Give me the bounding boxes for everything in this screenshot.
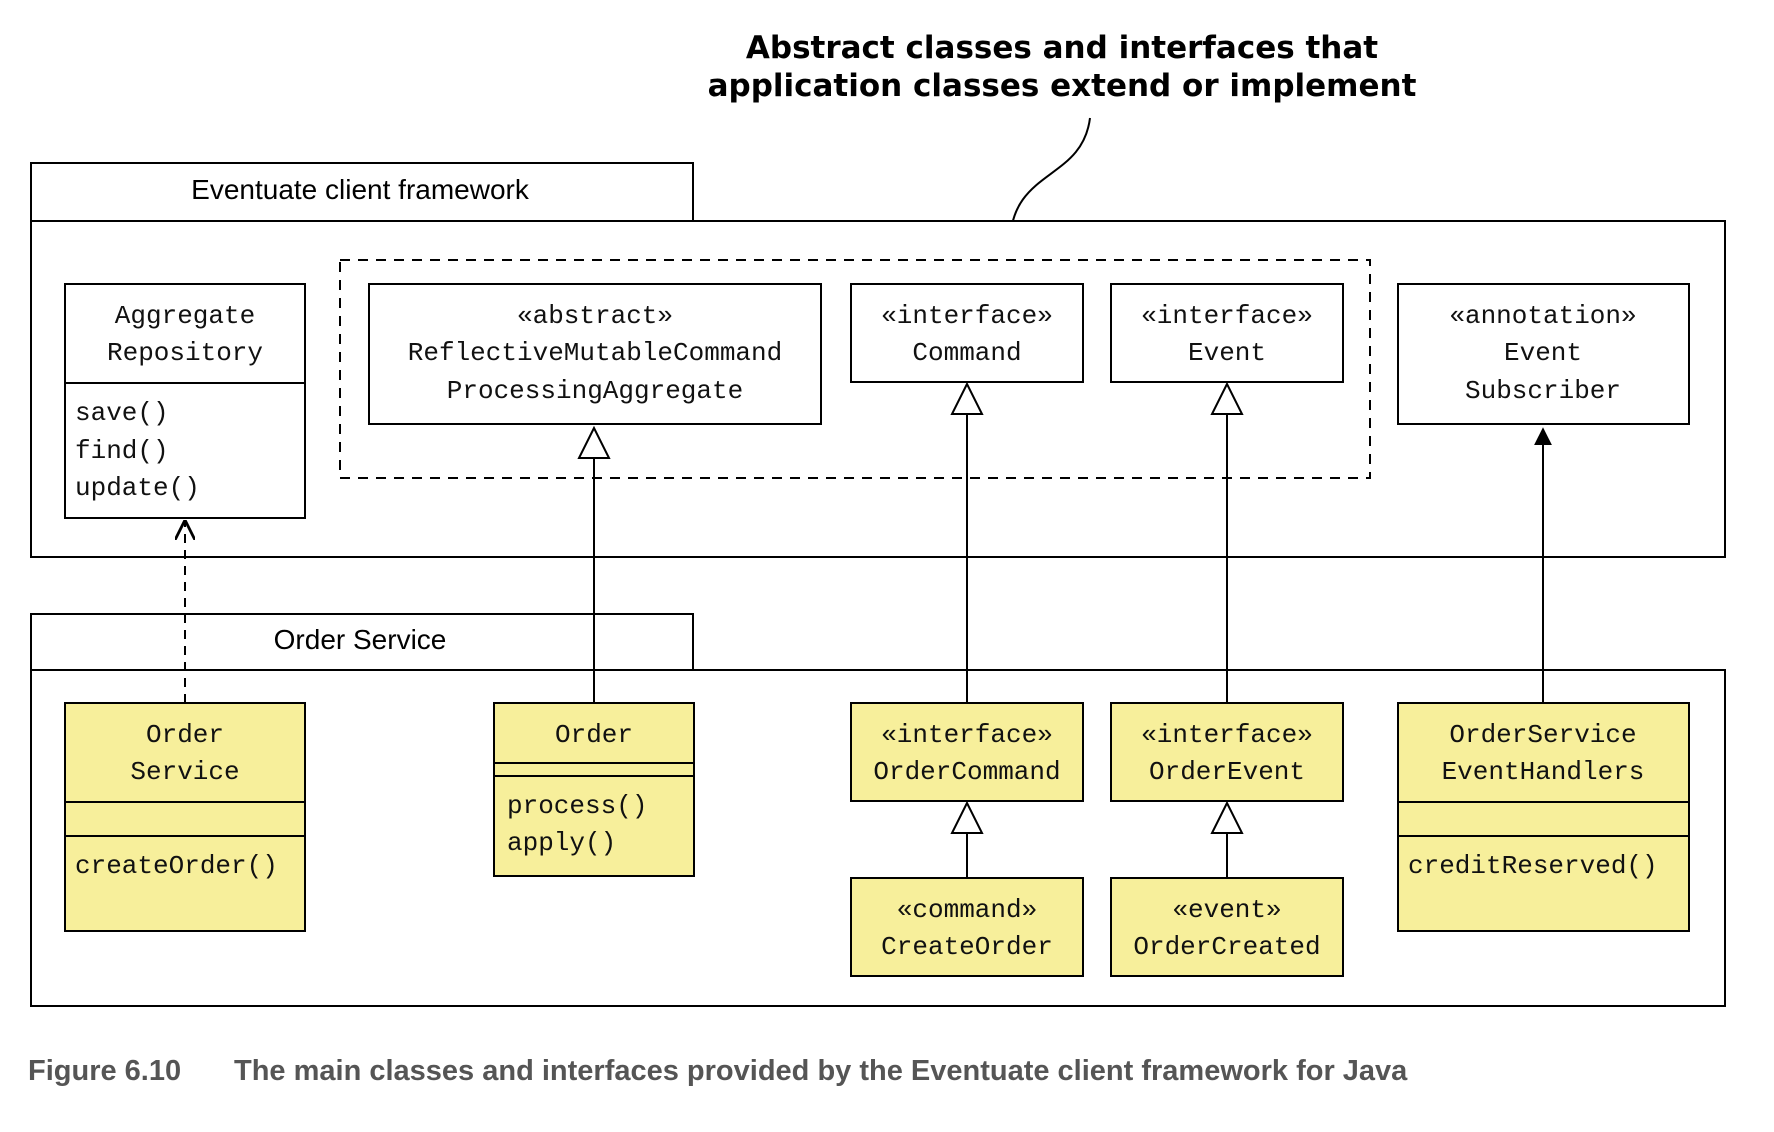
reflective-name-2: ProcessingAggregate (447, 376, 743, 406)
method-create-order: createOrder() (75, 851, 278, 881)
event-handlers-name-1: OrderService (1449, 720, 1636, 750)
order-created-name: OrderCreated (1133, 932, 1320, 962)
reflective-aggregate-class: «abstract» ReflectiveMutableCommand Proc… (368, 283, 822, 425)
order-class: Order process() apply() (493, 702, 695, 877)
method-update: update() (75, 473, 200, 503)
order-service-name-1: Order (146, 720, 224, 750)
order-event-interface: «interface» OrderEvent (1110, 702, 1344, 802)
order-created-stereotype: «event» (1172, 895, 1281, 925)
order-service-package-tab (30, 613, 694, 671)
order-service-class: Order Service createOrder() (64, 702, 306, 932)
method-credit-reserved: creditReserved() (1408, 851, 1658, 881)
generalization-triangle (1210, 800, 1244, 834)
generalization-triangle (950, 381, 984, 415)
order-event-stereotype: «interface» (1141, 720, 1313, 750)
event-name: Event (1188, 338, 1266, 368)
method-apply: apply() (507, 828, 616, 858)
generalization-triangle (1210, 381, 1244, 415)
reflective-name-1: ReflectiveMutableCommand (408, 338, 782, 368)
order-created-event: «event» OrderCreated (1110, 877, 1344, 977)
order-command-interface: «interface» OrderCommand (850, 702, 1084, 802)
create-order-command: «command» CreateOrder (850, 877, 1084, 977)
event-interface: «interface» Event (1110, 283, 1344, 383)
order-command-name: OrderCommand (873, 757, 1060, 787)
event-subscriber-name-2: Subscriber (1465, 376, 1621, 406)
aggregate-repository-class: Aggregate Repository save() find() updat… (64, 283, 306, 519)
create-order-name: CreateOrder (881, 932, 1053, 962)
figure-caption-label: Figure 6.10 (28, 1055, 181, 1087)
event-handlers-name-2: EventHandlers (1442, 757, 1645, 787)
aggregate-repository-name-2: Repository (107, 338, 263, 368)
method-find: find() (75, 436, 169, 466)
method-process: process() (507, 791, 647, 821)
reflective-stereotype: «abstract» (517, 301, 673, 331)
callout-line-1: Abstract classes and interfaces that (746, 30, 1378, 66)
command-name: Command (912, 338, 1021, 368)
order-service-name-2: Service (130, 757, 239, 787)
event-handlers-class: OrderService EventHandlers creditReserve… (1397, 702, 1690, 932)
order-service-package-label: Order Service (274, 624, 447, 655)
abstract-group-boundary (339, 259, 1371, 479)
order-event-name: OrderEvent (1149, 757, 1305, 787)
order-command-stereotype: «interface» (881, 720, 1053, 750)
generalization-triangle (950, 800, 984, 834)
command-stereotype: «interface» (881, 301, 1053, 331)
event-stereotype: «interface» (1141, 301, 1313, 331)
create-order-stereotype: «command» (897, 895, 1037, 925)
framework-package-label: Eventuate client framework (191, 174, 530, 205)
method-save: save() (75, 398, 169, 428)
event-subscriber-name-1: Event (1504, 338, 1582, 368)
callout-line-2: application classes extend or implement (708, 68, 1417, 104)
generalization-triangle (577, 425, 611, 459)
event-subscriber-stereotype: «annotation» (1449, 301, 1636, 331)
command-interface: «interface» Command (850, 283, 1084, 383)
figure-caption-text: The main classes and interfaces provided… (234, 1055, 1408, 1087)
order-name: Order (555, 720, 633, 750)
event-subscriber-annotation: «annotation» Event Subscriber (1397, 283, 1690, 425)
aggregate-repository-name-1: Aggregate (115, 301, 255, 331)
